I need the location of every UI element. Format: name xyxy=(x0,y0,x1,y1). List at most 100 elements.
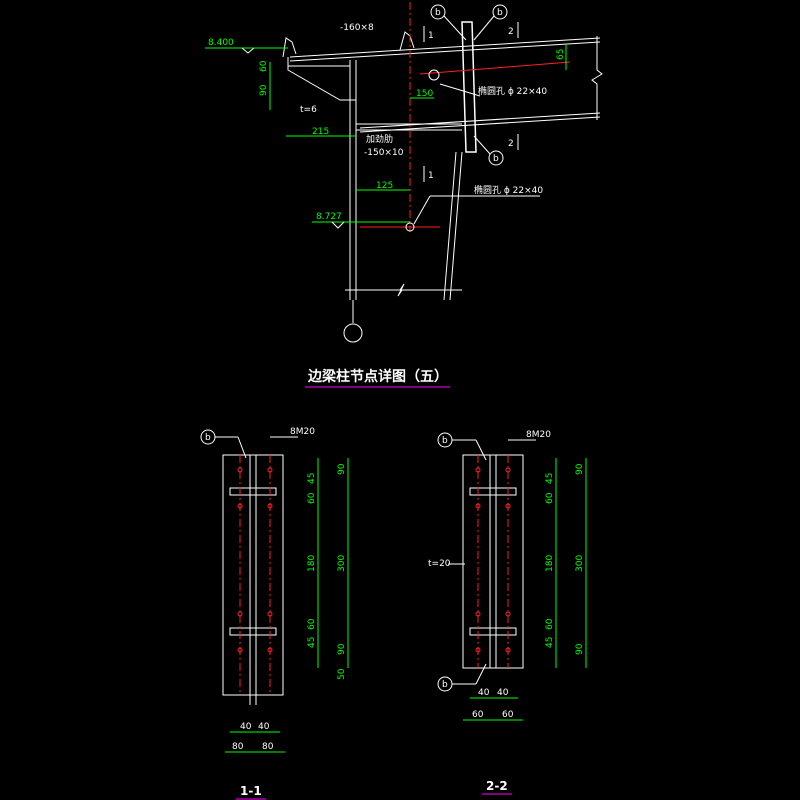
sec2-flange-top xyxy=(469,487,517,496)
sec1-dim-small: 50 xyxy=(337,668,347,680)
sec1-dim-i4: 45 xyxy=(307,637,317,648)
sec1-mark-bottom: 1 xyxy=(428,171,434,181)
bolt xyxy=(237,503,243,509)
sec1-dim-b0: 40 xyxy=(240,722,252,732)
sec2-dim-b2: 60 xyxy=(472,710,484,720)
t-label: t=6 xyxy=(300,105,317,115)
column-right xyxy=(449,151,463,301)
slotted-hole-bottom xyxy=(405,222,415,232)
column-break-line xyxy=(345,283,462,297)
sec2-bolts xyxy=(475,467,511,653)
sec1-dim-o1: 300 xyxy=(337,555,347,572)
bolt xyxy=(505,647,511,653)
sec2-mark-top: 2 xyxy=(508,27,514,37)
bolt xyxy=(475,647,481,653)
sec2-plate xyxy=(462,454,524,669)
axis-bubble xyxy=(343,323,363,343)
sec2-dim-i2: 180 xyxy=(545,555,555,572)
beam-top-flange-inner xyxy=(289,41,601,62)
sec2-bolt-tag-top: b xyxy=(442,436,448,446)
top-clip-right xyxy=(399,31,415,51)
hole-label-2: 椭圆孔 ϕ 22×40 xyxy=(474,184,543,196)
section-1-1: b 8M20 45 60 180 60 45 90 300 90 50 40 4… xyxy=(200,427,349,800)
sec1-bolts xyxy=(237,467,273,653)
stiffener-size: -150×10 xyxy=(364,148,404,158)
bolt-tag-3: b xyxy=(493,154,499,164)
plate-label: -160×8 xyxy=(340,23,374,33)
bolt xyxy=(475,467,481,473)
elev-top-tri xyxy=(241,47,255,54)
haunch-left xyxy=(287,57,356,101)
sec2-dim-o0: 90 xyxy=(575,463,585,475)
sec1-dim-i3: 60 xyxy=(307,618,317,630)
main-detail-view: 8.400 8.727 90 60 215 125 150 65 -160×8 … xyxy=(205,2,603,388)
sec2-bolt-label: 8M20 xyxy=(526,430,551,440)
sec2-dim-i3: 60 xyxy=(545,618,555,630)
bolt-tag-1: b xyxy=(435,8,441,18)
bolt xyxy=(267,611,273,617)
sec1-bolt-tag: b xyxy=(205,433,211,443)
sec2-tag-leader-top-2 xyxy=(475,439,487,461)
bolt-tag-leader-3 xyxy=(473,135,491,155)
stiffener-label: 加劲肋 xyxy=(366,133,393,145)
bolt xyxy=(505,467,511,473)
sec2-bolt-tag-bottom: b xyxy=(442,680,448,690)
bolt-tag-2: b xyxy=(497,8,503,18)
dim-60-text: 60 xyxy=(259,60,269,72)
sec1-flange-bottom xyxy=(229,627,277,636)
bolt xyxy=(237,611,243,617)
hole-leader-2 xyxy=(413,195,431,225)
sec2-dim-i0: 45 xyxy=(545,473,555,484)
bolt xyxy=(237,467,243,473)
slotted-hole-top xyxy=(428,69,440,81)
elev-bottom-label: 8.727 xyxy=(316,212,342,222)
dim-65-text: 65 xyxy=(556,49,566,60)
sec2-dim-i4: 45 xyxy=(545,637,555,648)
elev-bottom-tri xyxy=(331,221,345,229)
sec1-dim-i2: 180 xyxy=(307,555,317,572)
sec2-dim-b1: 40 xyxy=(497,688,509,698)
sec2-name: 2-2 xyxy=(486,779,508,793)
sec2-dim-b3: 60 xyxy=(502,710,514,720)
bolt-tag-circle-1 xyxy=(430,4,446,20)
bolt xyxy=(267,503,273,509)
bolt xyxy=(267,647,273,653)
sec1-plate xyxy=(222,454,284,696)
bolt-tag-leader-2 xyxy=(473,15,495,41)
sec1-dim-b3: 80 xyxy=(262,742,274,752)
sec2-tag-leader-bottom-2 xyxy=(475,663,487,685)
sec1-tag-leader-2 xyxy=(237,436,247,459)
bolt xyxy=(505,503,511,509)
elev-top-label: 8.400 xyxy=(208,38,234,48)
dim-90-text: 90 xyxy=(259,84,269,96)
sec1-dim-i0: 45 xyxy=(307,473,317,484)
sec1-dim-i1: 60 xyxy=(307,492,317,504)
sec2-dim-i1: 60 xyxy=(545,492,555,504)
sec2-dim-o1: 300 xyxy=(575,555,585,572)
sec1-bolt-label: 8M20 xyxy=(290,427,315,437)
sec2-dim-b0: 40 xyxy=(478,688,490,698)
dim-125-text: 125 xyxy=(376,181,393,191)
dim-150-text: 150 xyxy=(416,89,433,99)
beam-top-flange xyxy=(289,37,601,58)
beam-bottom-flange xyxy=(359,112,601,129)
dim-215-text: 215 xyxy=(312,127,329,137)
column-right-inner xyxy=(443,151,457,301)
bolt xyxy=(475,503,481,509)
hole-leader-1 xyxy=(439,83,481,97)
bolt-tag-circle-3 xyxy=(488,150,504,166)
section-2-2: b b 8M20 t=20 45 60 180 60 45 90 300 90 … xyxy=(428,430,587,795)
bolt xyxy=(505,611,511,617)
sec1-mark-top: 1 xyxy=(428,31,434,41)
bolt-line-red xyxy=(419,61,571,75)
sec1-name: 1-1 xyxy=(240,784,262,798)
sec1-dim-b2: 80 xyxy=(232,742,244,752)
sec1-dim-o0: 90 xyxy=(337,463,347,475)
sec1-flange-top xyxy=(229,487,277,496)
end-plate xyxy=(461,21,477,153)
bolt-tag-leader-1 xyxy=(443,15,467,41)
bolt-tag-circle-2 xyxy=(492,4,508,20)
detail-title: 边梁柱节点详图（五） xyxy=(307,368,448,385)
sec2-thickness-label: t=20 xyxy=(428,559,451,569)
